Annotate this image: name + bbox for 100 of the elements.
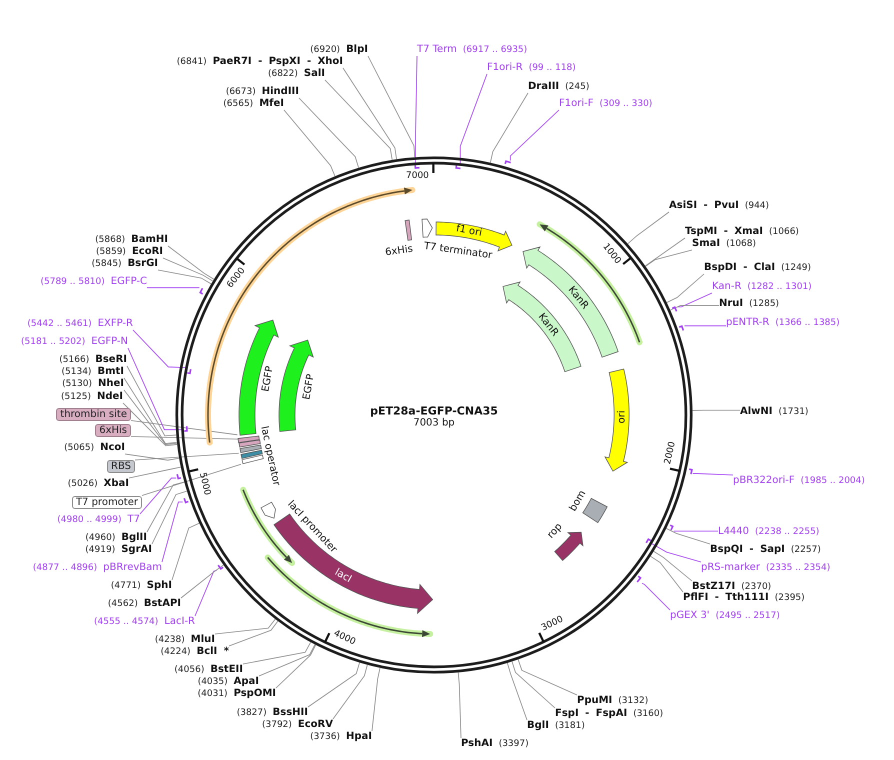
primer-name: F1ori-F — [559, 98, 594, 110]
enzyme-name: BsrGI — [128, 258, 158, 270]
cut-position: (5026) — [68, 478, 98, 490]
leader-line — [122, 402, 178, 446]
leader-line — [134, 452, 240, 460]
cut-position: (6673) — [226, 86, 256, 98]
primer-name: pGEX 3' — [670, 610, 710, 622]
feature-tag: thrombin site — [56, 408, 131, 420]
primer-name: LacI-R — [164, 616, 195, 628]
primer-range: (6917 .. 6935) — [462, 44, 528, 56]
leader-line — [214, 618, 276, 634]
leader-line — [666, 274, 704, 303]
leader-line — [276, 644, 316, 688]
leader-line — [308, 662, 360, 708]
cut-position: (4031) — [198, 688, 228, 700]
primer-range: (4877 .. 4896) — [32, 562, 98, 574]
cut-position: (3397) — [498, 738, 529, 750]
primer-range: (2495 .. 2517) — [716, 610, 780, 622]
enzyme-name: AsiSI - PvuI — [669, 200, 739, 212]
enzyme-name: BspDI - ClaI — [704, 262, 776, 274]
leader-line — [124, 454, 180, 461]
primer-range: (4980 .. 4999) — [57, 514, 122, 526]
cut-position: (5125) — [61, 391, 91, 403]
cut-position: (3181) — [554, 720, 585, 732]
leader-line — [324, 80, 393, 160]
leader-line — [172, 522, 200, 580]
enzyme-name: BstAPI — [144, 598, 181, 610]
primer-range: (2335 .. 2354) — [766, 562, 830, 574]
enzyme-name: HpaI — [346, 731, 372, 743]
enzyme-name: BmtI — [97, 366, 124, 378]
feature-label: EGFP — [301, 374, 317, 402]
enzyme-name: NruI — [719, 298, 744, 310]
cut-position: (2257) — [790, 544, 821, 556]
primer-name: T7 — [128, 514, 140, 526]
enzyme-name: NheI — [98, 378, 124, 390]
cut-position: (3132) — [618, 695, 648, 707]
enzyme-name: HindIII — [262, 86, 299, 98]
cut-position: (1068) — [726, 238, 756, 250]
tick-label: 5000 — [196, 472, 212, 496]
enzyme-name: BseRI — [95, 354, 127, 366]
leader-line — [368, 56, 416, 158]
primer-range: (4555 .. 4574) — [94, 616, 158, 628]
enzyme-name: ApaI — [234, 676, 259, 688]
cut-position: (3736) — [310, 731, 340, 743]
leader-line — [692, 410, 740, 411]
cut-position: (1249) — [781, 262, 812, 274]
primer-name: EXFP-R — [98, 318, 133, 330]
feature-label: ori — [616, 410, 628, 424]
feature-label: f1 ori — [455, 224, 483, 240]
leader-line — [162, 258, 214, 282]
cut-position: (5065) — [64, 442, 94, 454]
cut-position: (6822) — [268, 68, 298, 80]
primer-name: L4440 — [718, 526, 750, 538]
feature-tag: T7 promoter — [72, 496, 142, 508]
leader-line — [342, 68, 397, 160]
leader-line — [242, 642, 311, 664]
leader-line — [652, 543, 702, 562]
tick-label: 2000 — [664, 440, 678, 466]
cut-position: (3827) — [236, 707, 267, 719]
cut-position: (5868) — [95, 234, 126, 246]
leader-line — [677, 292, 712, 308]
tick-label: 4000 — [332, 628, 357, 648]
leader-line — [666, 528, 710, 544]
cut-position: (1285) — [749, 298, 780, 310]
cut-position: (3792) — [262, 719, 292, 731]
cut-position: (5134) — [62, 366, 92, 378]
cut-position: (4224) — [160, 646, 191, 658]
leader-line — [684, 325, 726, 326]
leader-line — [512, 661, 556, 708]
primer-range: (99 .. 118) — [528, 62, 576, 74]
cut-position: (6920) — [310, 44, 340, 56]
plasmid-size: 7003 bp — [413, 417, 455, 428]
cut-position: (4238) — [154, 634, 185, 646]
leader-line — [132, 330, 186, 368]
enzyme-name: BstEII — [210, 664, 243, 676]
leader-line — [460, 74, 488, 165]
feature-label: lacI — [332, 566, 353, 585]
primer-range: (5181 .. 5202) — [21, 336, 86, 348]
leader-line — [298, 98, 359, 168]
cut-position: (5166) — [59, 354, 90, 366]
enzyme-name: PaeR7I - PspXI - XhoI — [212, 56, 343, 68]
enzyme-name: XbaI — [104, 478, 129, 490]
leader-line — [653, 550, 692, 582]
enzyme-name: BamHI — [131, 234, 168, 246]
enzyme-name: SphI — [146, 580, 172, 592]
primer-name: Kan-R — [712, 281, 742, 293]
cut-position: (944) — [744, 200, 770, 212]
leader-line — [510, 110, 560, 161]
feature-label: lac operator — [258, 425, 282, 487]
leader-line — [146, 482, 185, 532]
tick-label: 7000 — [406, 170, 430, 181]
leader-line — [490, 92, 528, 164]
enzyme-name: SalI — [304, 68, 325, 80]
feature-label: T7 terminator — [423, 241, 493, 262]
leader-line — [458, 672, 462, 738]
leader-line — [372, 668, 380, 732]
enzyme-name: MluI — [190, 634, 215, 646]
leader-line — [692, 473, 734, 476]
cut-position: (4056) — [174, 664, 204, 676]
enzyme-name: EcoRV — [298, 719, 333, 731]
